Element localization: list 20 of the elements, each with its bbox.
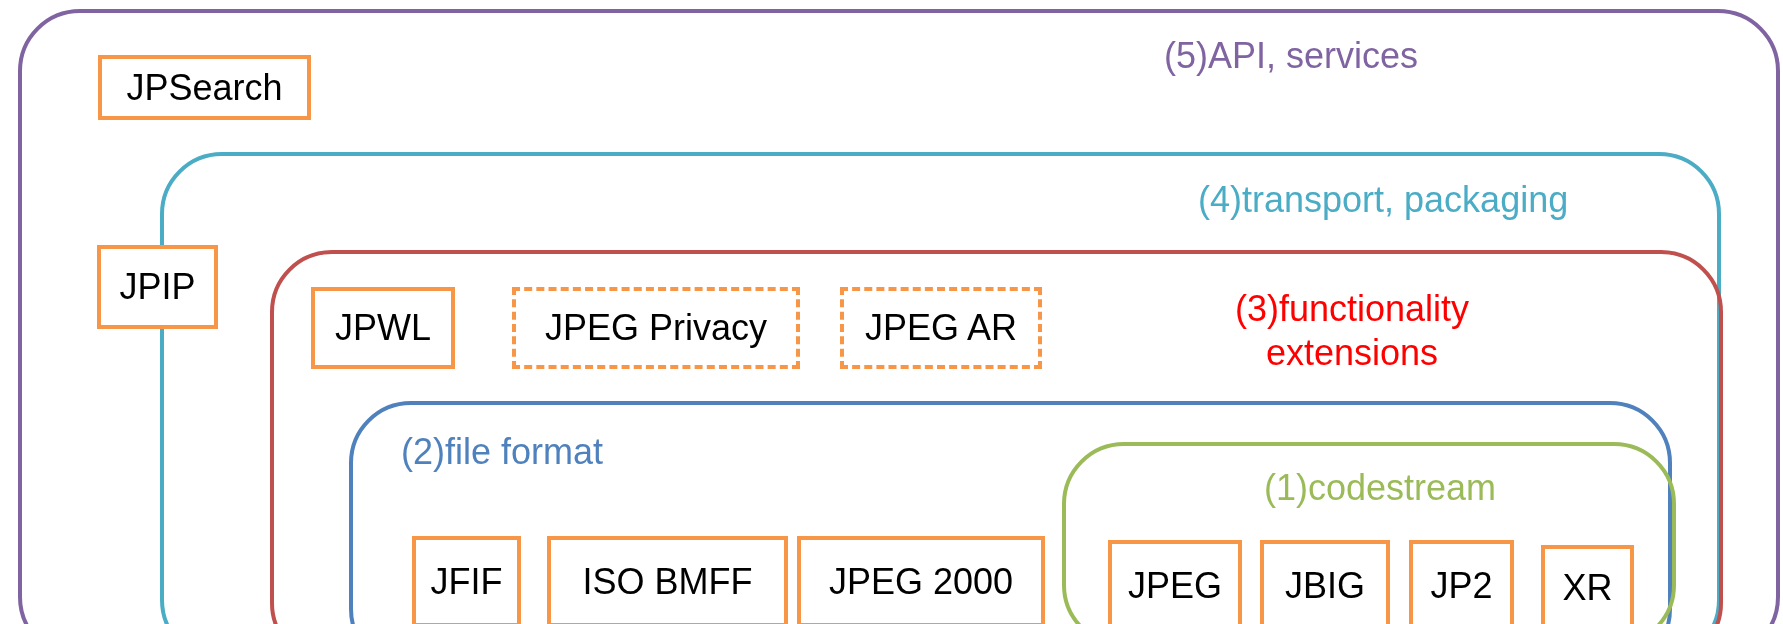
layer-title: (2)file format [401,430,605,474]
standard-box: ISO BMFF [547,536,788,624]
standard-box: JPWL [311,287,455,369]
standard-box: JBIG [1260,540,1390,624]
standard-box: JPEG Privacy [512,287,800,369]
standard-box: JPEG [1108,540,1242,624]
layer-title: (1)codestream [1262,466,1498,510]
layer-panel [270,250,1723,624]
standard-box: JFIF [412,536,521,624]
layer-title: (4)transport, packaging [1198,178,1570,222]
layer-panel [18,9,1780,624]
layer-title: (5)API, services [1164,34,1420,78]
standard-box: JPEG AR [840,287,1042,369]
standard-box: JPEG 2000 [797,536,1045,624]
standard-box: JP2 [1409,540,1514,624]
standard-box: JPIP [97,245,218,329]
layer-title: (3)functionality extensions [1233,287,1471,375]
layer-panel [1062,442,1676,624]
standard-box: XR [1541,545,1634,624]
standard-box: JPSearch [98,55,311,120]
